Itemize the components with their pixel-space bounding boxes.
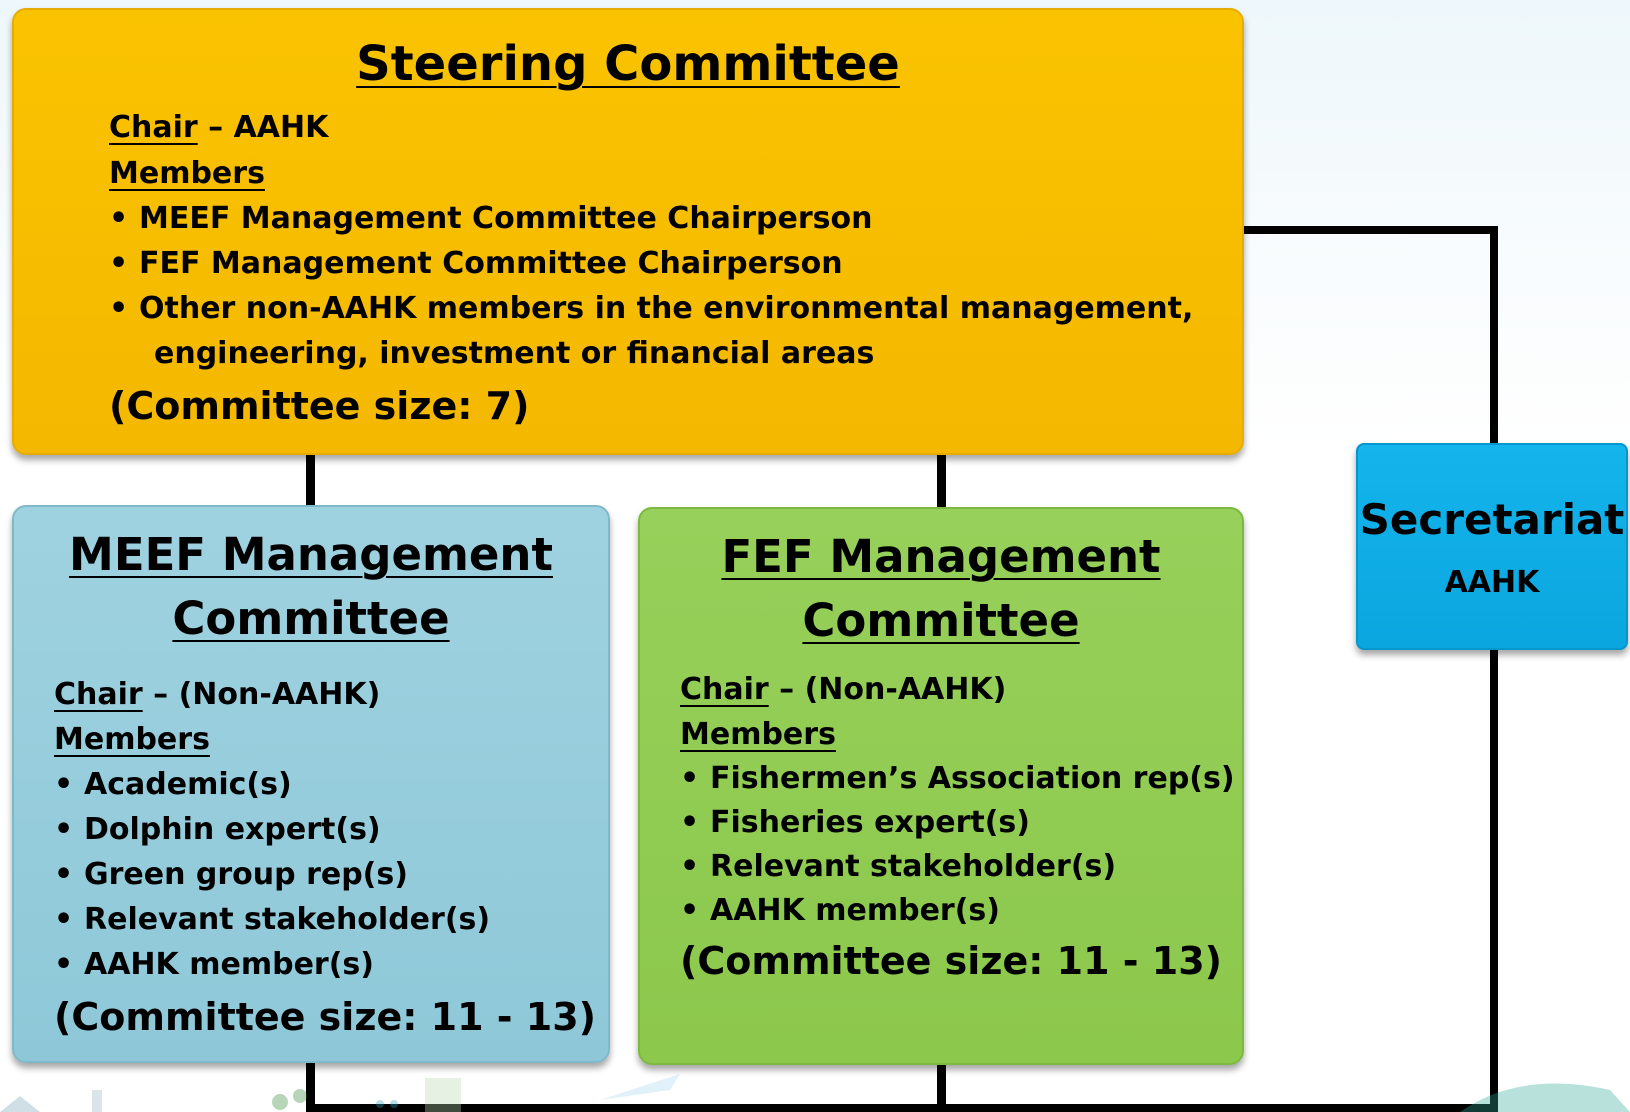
connector-meef-bottom (306, 1063, 315, 1112)
committee-size: (Committee size: 11 - 13) (680, 939, 1223, 983)
steering-chair-line: Chair – AAHK (109, 110, 328, 145)
list-item: •Other non-AAHK members in the environme… (109, 291, 1194, 326)
connector-bottom-horizontal (306, 1104, 1498, 1112)
steering-committee-title: Steering Committee (356, 36, 900, 92)
steering-members-label: Members (109, 156, 265, 191)
list-item: •Relevant stakeholder(s) (54, 902, 491, 937)
chair-label: Chair (109, 110, 198, 145)
secretariat-box: Secretariat AAHK (1356, 443, 1628, 650)
committee-size: (Committee size: 7) (109, 384, 530, 428)
list-item: •Green group rep(s) (54, 857, 408, 892)
list-item: •Academic(s) (54, 767, 292, 802)
bullet-glyph: • (109, 291, 129, 326)
bullet-glyph: • (680, 849, 700, 884)
list-item-continuation: engineering, investment or financial are… (154, 336, 875, 371)
list-item: •Relevant stakeholder(s) (680, 849, 1117, 884)
bullet-glyph: • (54, 857, 74, 892)
bullet-glyph: • (109, 201, 129, 236)
steering-committee-box: Steering Committee Chair – AAHK Members … (12, 8, 1244, 455)
meef-committee-box: MEEF Management Committee Chair – (Non-A… (12, 505, 610, 1063)
bullet-glyph: • (680, 805, 700, 840)
chair-value: – (Non-AAHK) (142, 677, 381, 712)
connector-right-vertical-bottom (1490, 650, 1498, 1112)
bullet-glyph: • (680, 761, 700, 796)
bullet-glyph: • (680, 893, 700, 928)
chair-label: Chair (680, 672, 769, 707)
bullet-glyph: • (109, 246, 129, 281)
secretariat-title: Secretariat (1359, 495, 1625, 544)
meef-chair-line: Chair – (Non-AAHK) (54, 677, 380, 712)
bullet-glyph: • (54, 902, 74, 937)
list-item: •Dolphin expert(s) (54, 812, 381, 847)
chair-value: – (Non-AAHK) (768, 672, 1007, 707)
meef-committee-title: MEEF Management Committee (69, 528, 553, 645)
background-skyline-decoration (0, 1074, 1630, 1112)
list-item: •Fisheries expert(s) (680, 805, 1030, 840)
list-item: •MEEF Management Committee Chairperson (109, 201, 873, 236)
meef-members-label: Members (54, 722, 210, 757)
connector-steering-right (1244, 226, 1498, 234)
secretariat-org: AAHK (1444, 565, 1540, 600)
connector-fef-bottom (937, 1065, 946, 1112)
list-item: •FEF Management Committee Chairperson (109, 246, 843, 281)
bullet-glyph: • (54, 767, 74, 802)
list-item: •Fishermen’s Association rep(s) (680, 761, 1235, 796)
chair-value: – AAHK (197, 110, 329, 145)
fef-committee-title: FEF Management Committee (721, 530, 1161, 647)
list-item: •AAHK member(s) (54, 947, 374, 982)
bullet-glyph: • (54, 812, 74, 847)
fef-chair-line: Chair – (Non-AAHK) (680, 672, 1006, 707)
bullet-glyph: • (54, 947, 74, 982)
committee-size: (Committee size: 11 - 13) (54, 995, 597, 1039)
list-item: •AAHK member(s) (680, 893, 1000, 928)
fef-members-label: Members (680, 717, 836, 752)
fef-committee-box: FEF Management Committee Chair – (Non-AA… (638, 507, 1244, 1065)
chair-label: Chair (54, 677, 143, 712)
connector-right-vertical-top (1490, 226, 1498, 445)
connector-steering-meef (306, 455, 315, 507)
connector-steering-fef (937, 455, 946, 509)
